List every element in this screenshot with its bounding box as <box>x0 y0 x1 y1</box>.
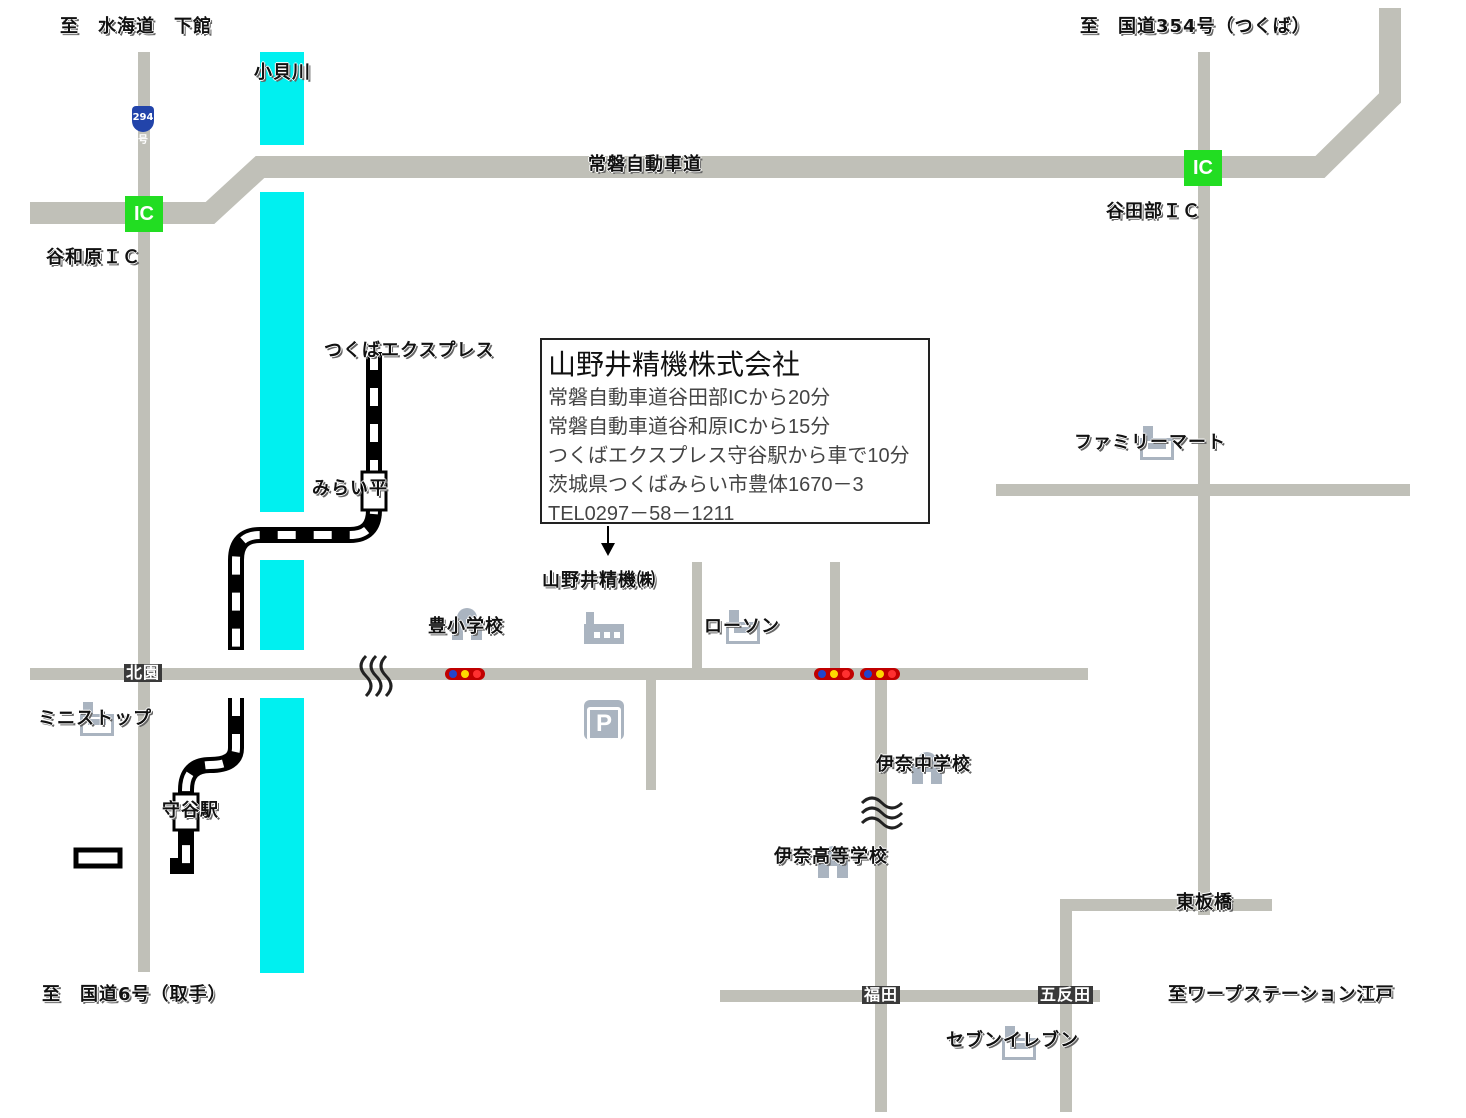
factory-icon <box>584 612 624 644</box>
lawson-icon <box>726 610 760 644</box>
company-title: 山野井精機株式会社 <box>548 349 801 380</box>
ina-junior-high-icon <box>912 752 942 784</box>
ic-left-name: 谷和原ＩＣ <box>46 247 141 268</box>
traffic-signal-icon <box>445 668 485 680</box>
dest-bottom-right: 至ワープステーション江戸 <box>1168 984 1395 1005</box>
river-label: 小貝川 <box>254 62 311 83</box>
info-line-1: 常磐自動車道谷田部ICから20分 <box>548 387 831 409</box>
parking-icon: P <box>584 700 624 741</box>
route-294-badge: 294号 <box>132 106 154 146</box>
ic-right-name: 谷田部ＩＣ <box>1106 201 1201 222</box>
toyo-school-label: 豊小学校 <box>428 616 504 637</box>
ic-right-badge: IC <box>1184 150 1222 186</box>
stream-crossing-icon <box>860 796 904 830</box>
traffic-signal-icon <box>860 668 900 680</box>
seven-eleven-label: セブンイレブン <box>946 1030 1079 1051</box>
ina-junior-high-label: 伊奈中学校 <box>876 754 971 775</box>
river-crossing-icon <box>359 654 393 698</box>
company-label: 山野井精機㈱ <box>542 570 656 591</box>
station-miraidaira <box>360 470 388 512</box>
lawson-label: ローソン <box>704 616 780 637</box>
familymart-icon <box>1140 426 1174 460</box>
station-moriya <box>172 792 200 832</box>
pointer-arrow-icon <box>601 526 615 556</box>
expressway-label: 常磐自動車道 <box>588 154 702 175</box>
ministop-label: ミニストップ <box>38 708 152 729</box>
roads <box>30 8 1410 1112</box>
dest-bottom-left: 至 国道6号（取手） <box>42 984 227 1005</box>
railway <box>73 352 388 874</box>
traffic-signal-icon <box>814 668 854 680</box>
seven-eleven-icon <box>1002 1026 1036 1060</box>
ic-left-badge: IC <box>125 196 163 232</box>
intersection-kitazono: 北園 <box>124 663 163 682</box>
ina-high-school-icon <box>818 846 848 878</box>
intersection-higashi-itabashi: 東板橋 <box>1176 892 1233 913</box>
info-line-4: 茨城県つくばみらい市豊体1670－3 <box>548 474 864 496</box>
intersection-gotanda: 五反田 <box>1038 985 1094 1004</box>
ina-high-school-label: 伊奈高等学校 <box>774 846 888 867</box>
railway-label: つくばエクスプレス <box>324 340 495 361</box>
info-line-2: 常磐自動車道谷和原ICから15分 <box>548 416 831 438</box>
dest-top-left: 至 水海道 下館 <box>60 16 212 37</box>
familymart-label: ファミリーマート <box>1074 432 1226 453</box>
route-294-label: 294号 <box>132 112 154 146</box>
expressway-road <box>30 8 1401 224</box>
station-moriya-label: 守谷駅 <box>162 800 219 821</box>
parking-label: P <box>587 707 621 741</box>
dest-top-right: 至 国道354号（つくば） <box>1080 16 1311 37</box>
toyo-school-icon <box>452 608 482 640</box>
info-line-3: つくばエクスプレス守谷駅から車で10分 <box>548 445 910 467</box>
info-line-5: TEL0297－58－1211 <box>548 503 735 525</box>
river <box>260 52 304 973</box>
station-miraidaira-label: みらい平 <box>312 478 388 499</box>
ministop-icon <box>80 702 114 736</box>
company-info-box: 山野井精機株式会社 常磐自動車道谷田部ICから20分 常磐自動車道谷和原ICから… <box>540 338 930 525</box>
intersection-fukuda: 福田 <box>862 985 901 1004</box>
